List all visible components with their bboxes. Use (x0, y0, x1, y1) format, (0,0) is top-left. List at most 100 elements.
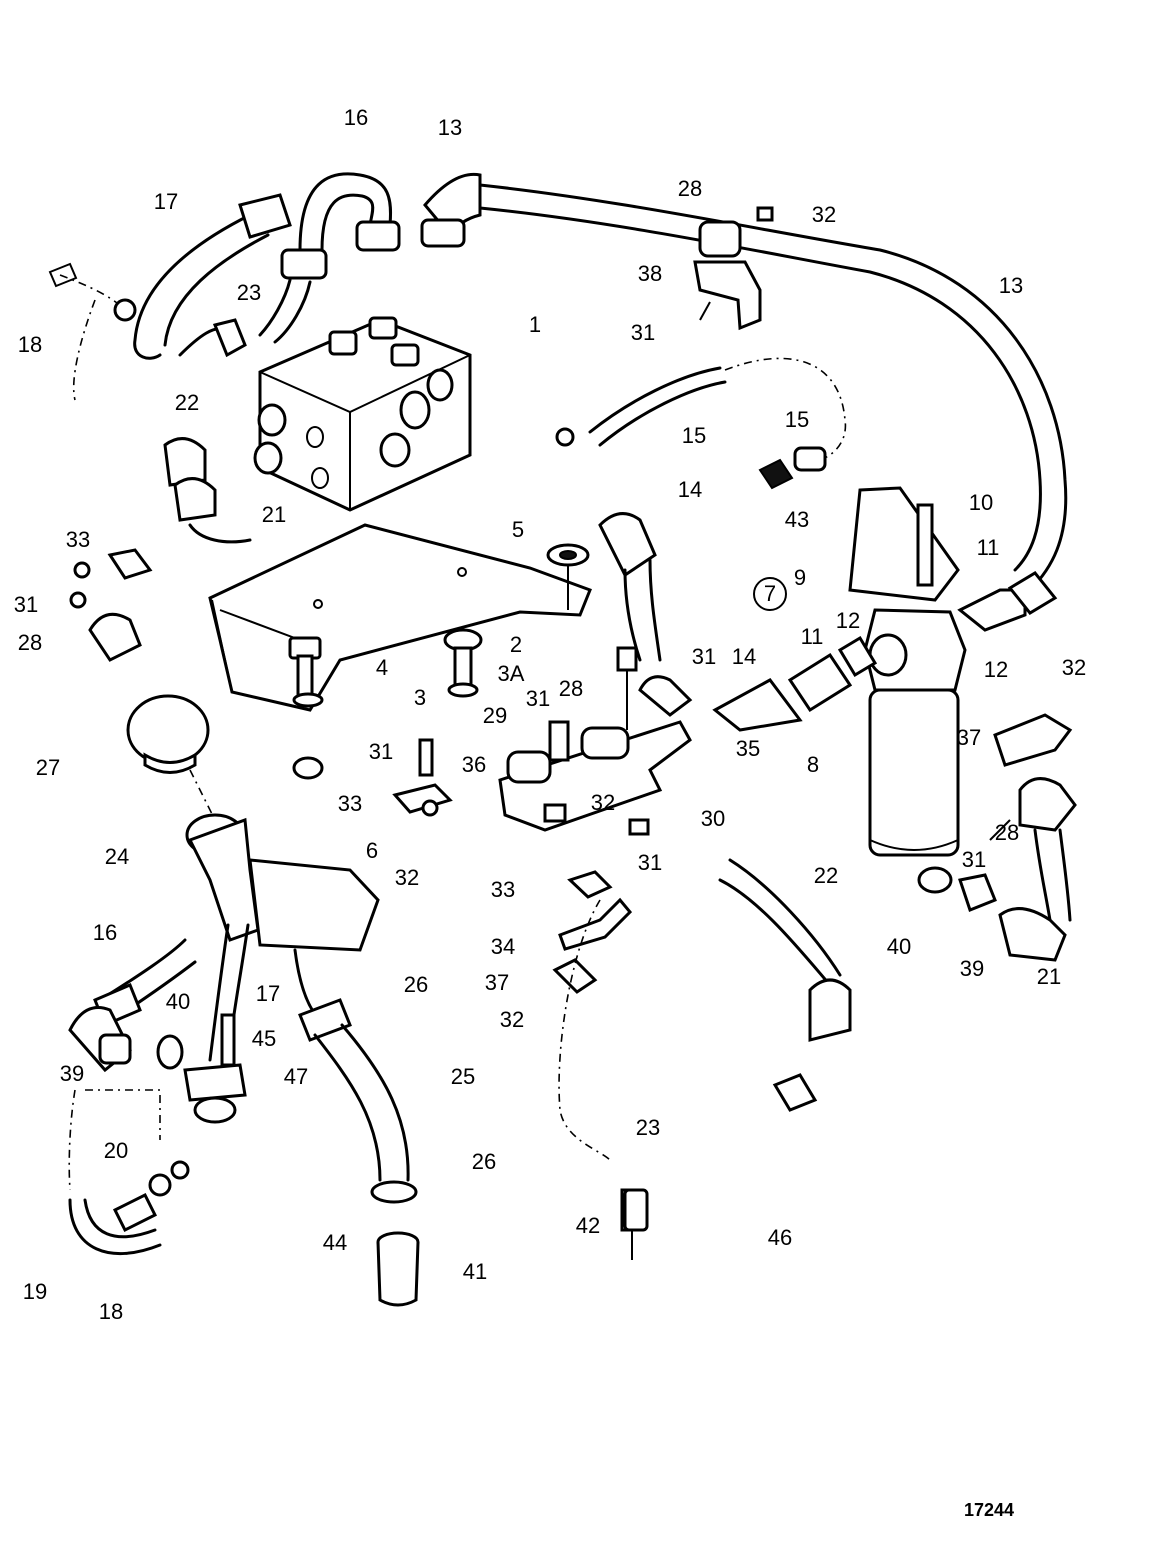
callout-36: 36 (461, 752, 487, 777)
callout-34: 34 (490, 934, 516, 959)
callout-44: 44 (322, 1230, 348, 1255)
callout-35: 35 (735, 736, 761, 761)
callout-31: 31 (961, 847, 987, 872)
callout-47: 47 (283, 1064, 309, 1089)
callout-27: 27 (35, 755, 61, 780)
callout-37: 37 (484, 970, 510, 995)
callout-30: 30 (700, 806, 726, 831)
callout-26: 26 (403, 972, 429, 997)
callout-22: 22 (174, 390, 200, 415)
bolts-3-4 (288, 628, 483, 780)
callout-42: 42 (575, 1213, 601, 1238)
callout-32: 32 (499, 1007, 525, 1032)
callout-28: 28 (677, 176, 703, 201)
callout-14: 14 (731, 644, 757, 669)
callout-31: 31 (368, 739, 394, 764)
callout-32: 32 (1061, 655, 1087, 680)
callout-23: 23 (635, 1115, 661, 1140)
left-clamps (69, 548, 153, 662)
callout-21: 21 (261, 502, 287, 527)
callout-11: 11 (976, 535, 1000, 560)
manifold-30 (498, 646, 692, 836)
callout-38: 38 (637, 261, 663, 286)
callout-16: 16 (343, 105, 369, 130)
callout-40: 40 (886, 934, 912, 959)
callout-21: 21 (1036, 964, 1062, 989)
callout-33: 33 (65, 527, 91, 552)
hose-16 (280, 172, 401, 280)
callout-29: 29 (482, 703, 508, 728)
callout-6: 6 (365, 838, 379, 863)
callout-2: 2 (509, 632, 523, 657)
callout-3A: 3A (497, 661, 525, 686)
clips (392, 738, 633, 994)
right-fittings (989, 713, 1077, 841)
callout-46: 46 (767, 1225, 793, 1250)
hose-15 (555, 357, 847, 490)
filter-assembly-8 (848, 486, 967, 857)
hose-16-17-lower (68, 923, 250, 1124)
callout-3: 3 (413, 685, 427, 710)
callout-15: 15 (681, 423, 707, 448)
hose-14 (598, 512, 693, 717)
callout-10: 10 (968, 490, 994, 515)
callout-39: 39 (959, 956, 985, 981)
hose-35 (712, 571, 1058, 732)
callout-12: 12 (835, 608, 861, 633)
nut-42 (623, 1188, 649, 1232)
callout-23: 23 (236, 280, 262, 305)
callout-26: 26 (471, 1149, 497, 1174)
callout-31: 31 (691, 644, 717, 669)
callout-18: 18 (98, 1299, 124, 1324)
callout-22: 22 (813, 863, 839, 888)
hose-17-23 (133, 193, 312, 360)
bracket-38 (693, 206, 774, 331)
callout-17: 17 (153, 189, 179, 214)
hose-13 (420, 172, 1068, 592)
callout-28: 28 (17, 630, 43, 655)
callout-37: 37 (956, 725, 982, 750)
callout-31: 31 (637, 850, 663, 875)
callout-13: 13 (998, 273, 1024, 298)
callout-20: 20 (103, 1138, 129, 1163)
callout-41: 41 (462, 1259, 488, 1284)
callout-9: 9 (793, 565, 807, 590)
callout-4: 4 (375, 655, 389, 680)
callout-19: 19 (22, 1279, 48, 1304)
callout-32: 32 (811, 202, 837, 227)
callout-11: 11 (800, 624, 824, 649)
callout-31: 31 (13, 592, 39, 617)
callout-1: 1 (528, 312, 542, 337)
hose-21 (163, 437, 1072, 962)
hose-18-top (48, 262, 137, 401)
callout-25: 25 (450, 1064, 476, 1089)
callout-18: 18 (17, 332, 43, 357)
callout-31: 31 (525, 686, 551, 711)
callout-43: 43 (784, 507, 810, 532)
valve-block-1 (253, 316, 472, 512)
callout-32: 32 (394, 865, 420, 890)
callout-5: 5 (511, 517, 525, 542)
callout-28: 28 (994, 820, 1020, 845)
grommet-5 (546, 543, 590, 610)
callout-16: 16 (92, 920, 118, 945)
callout-12: 12 (983, 657, 1009, 682)
callout-39: 39 (59, 1061, 85, 1086)
filler-neck-24 (126, 694, 380, 952)
figure-number: 17244 (964, 1500, 1015, 1520)
hose-clamp-28 (698, 220, 742, 258)
hose-25 (293, 948, 420, 1307)
callout-15: 15 (784, 407, 810, 432)
callout-31: 31 (630, 320, 656, 345)
callout-40: 40 (165, 989, 191, 1014)
callout-14: 14 (677, 477, 703, 502)
callout-33: 33 (490, 877, 516, 902)
callout-17: 17 (255, 981, 281, 1006)
callout-33: 33 (337, 791, 363, 816)
callout-8: 8 (806, 752, 820, 777)
callout-45: 45 (251, 1026, 277, 1051)
callout-24: 24 (104, 844, 130, 869)
callout-13: 13 (437, 115, 463, 140)
